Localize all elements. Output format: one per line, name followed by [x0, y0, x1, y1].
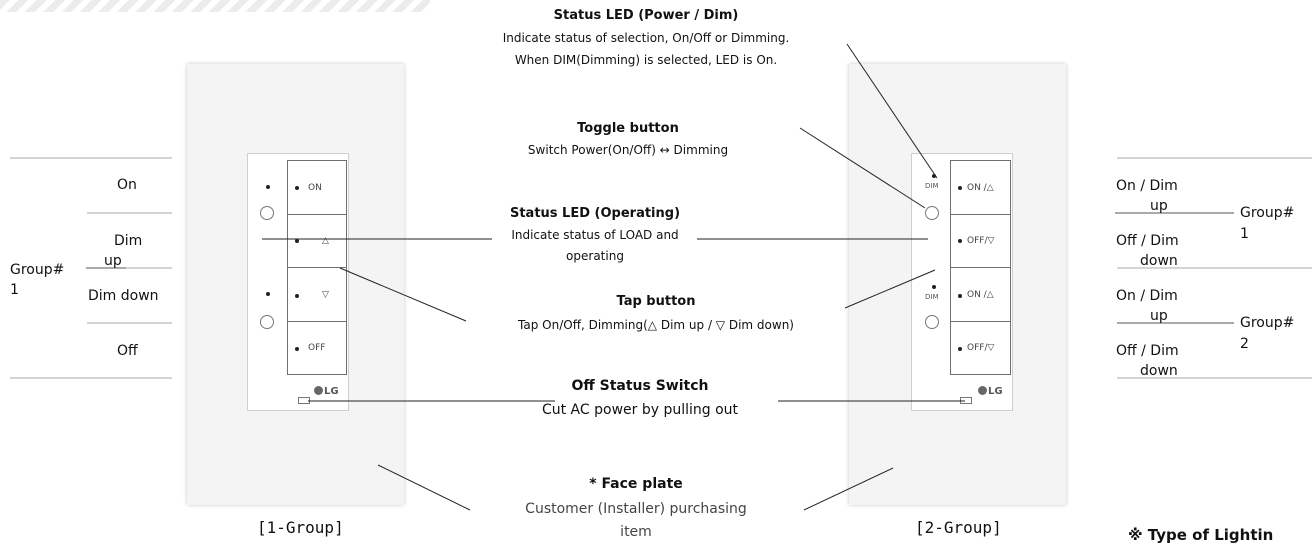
status-led-on	[266, 185, 270, 189]
legend-g1-on-dim: On / Dim	[1116, 178, 1178, 194]
key-group2-up[interactable]: ON /△	[950, 267, 1011, 322]
legend-group1-label: Group#	[1240, 205, 1295, 221]
key-dim-down[interactable]: ▽	[287, 267, 347, 322]
key-led	[295, 186, 299, 190]
status-led-dim	[266, 292, 270, 296]
switch-body-2-group: DIM DIM ON /△ OFF/▽ ON /△ OFF/▽ LG	[911, 153, 1013, 411]
legend-group2-number: 2	[1240, 336, 1249, 352]
switch-body-1-group: ON △ ▽ OFF LG	[247, 153, 349, 411]
caption-1-group: [1-Group]	[257, 518, 344, 537]
legend-g1-down: down	[1140, 253, 1178, 269]
lg-logo-icon	[978, 386, 987, 395]
callout-face-plate-title: * Face plate	[589, 476, 683, 492]
legend-g2-off-dim: Off / Dim	[1116, 343, 1179, 359]
legend-g1-up: up	[1150, 198, 1168, 214]
callout-toggle-button-desc: Switch Power(On/Off) ↔ Dimming	[527, 143, 729, 157]
key-label: ON /△	[967, 182, 994, 193]
leader-tap-button-left	[339, 267, 467, 322]
callout-tap-button-desc: Tap On/Off, Dimming(△ Dim up / ▽ Dim dow…	[518, 318, 794, 332]
callout-off-status-switch-desc: Cut AC power by pulling out	[541, 402, 739, 418]
key-label: △	[322, 236, 329, 246]
legend-g2-up: up	[1150, 308, 1168, 324]
legend-g2-on-dim: On / Dim	[1116, 288, 1178, 304]
key-led	[295, 347, 299, 351]
legend-up: up	[104, 253, 122, 269]
callout-status-led-operating-line1: Indicate status of LOAD and	[511, 228, 679, 242]
key-label: OFF	[308, 343, 326, 353]
legend-off: Off	[117, 343, 138, 359]
callout-status-led-operating-line2: operating	[566, 249, 624, 263]
key-led	[958, 347, 962, 351]
key-led	[958, 239, 962, 243]
dim-label: DIM	[925, 182, 939, 190]
legend-dim: Dim	[114, 233, 143, 249]
callout-face-plate-line2: item	[620, 524, 652, 540]
lg-logo: LG	[978, 386, 1003, 397]
callout-toggle-button-title: Toggle button	[577, 121, 679, 136]
legend-g1-off-dim: Off / Dim	[1116, 233, 1179, 249]
legend-g2-down: down	[1140, 363, 1178, 379]
legend-on: On	[117, 177, 137, 193]
callout-status-led-power-title: Status LED (Power / Dim)	[553, 8, 739, 23]
legend-dim-down: Dim down	[88, 288, 159, 304]
leader-toggle-button	[799, 127, 926, 209]
key-led	[295, 294, 299, 298]
leader-status-led-power	[846, 43, 938, 179]
toggle-button-1[interactable]	[260, 206, 274, 220]
key-led	[958, 294, 962, 298]
callout-face-plate-line1: Customer (Installer) purchasing	[525, 501, 747, 517]
leader-face-plate-left	[377, 464, 471, 511]
callout-status-led-power-line1: Indicate status of selection, On/Off or …	[502, 31, 790, 45]
key-off[interactable]: OFF	[287, 321, 347, 375]
callout-status-led-power-line2: When DIM(Dimming) is selected, LED is On…	[514, 53, 778, 67]
status-led-power-dim-2	[932, 285, 936, 289]
key-label: ON	[308, 182, 322, 193]
callout-tap-button-title: Tap button	[616, 294, 696, 309]
leader-tap-button-right	[844, 269, 936, 309]
key-label: ▽	[322, 289, 329, 300]
key-label: ON /△	[967, 289, 994, 300]
header-stripe	[0, 0, 430, 12]
lg-logo-icon	[314, 386, 323, 395]
key-group1-down[interactable]: OFF/▽	[950, 214, 1011, 268]
caption-2-group: [2-Group]	[915, 518, 1002, 537]
key-group1-up[interactable]: ON /△	[950, 160, 1011, 215]
key-label: OFF/▽	[967, 236, 995, 246]
key-on[interactable]: ON	[287, 160, 347, 215]
legend-group-label: Group#	[10, 262, 65, 278]
toggle-button-2[interactable]	[260, 315, 274, 329]
toggle-button-2[interactable]	[925, 315, 939, 329]
footnote-type-of-lighting: ※ Type of Lightin	[1128, 526, 1274, 544]
legend-group1-number: 1	[1240, 226, 1249, 242]
callout-status-led-operating-title: Status LED (Operating)	[509, 206, 681, 221]
legend-group-number: 1	[10, 282, 19, 298]
key-led	[958, 186, 962, 190]
key-group2-down[interactable]: OFF/▽	[950, 321, 1011, 375]
key-led	[295, 239, 299, 243]
callout-off-status-switch-title: Off Status Switch	[571, 378, 709, 394]
legend-group2-label: Group#	[1240, 315, 1295, 331]
dim-label: DIM	[925, 293, 939, 301]
status-led-power-dim-1	[932, 174, 936, 178]
leader-face-plate-right	[803, 467, 894, 511]
toggle-button-1[interactable]	[925, 206, 939, 220]
key-label: OFF/▽	[967, 343, 995, 353]
lg-logo: LG	[314, 386, 339, 397]
